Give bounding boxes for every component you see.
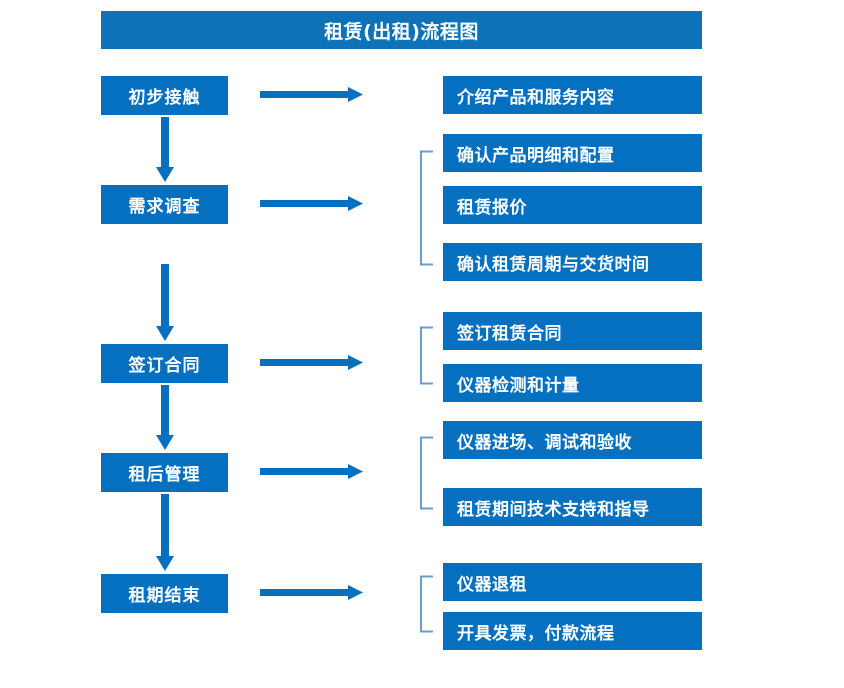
detail-box-开具发票付款流程[interactable]: 开具发票，付款流程 — [443, 612, 702, 650]
stage-box-签订合同[interactable]: 签订合同 — [101, 344, 228, 383]
detail-box-确认租赁周期与交货时间[interactable]: 确认租赁周期与交货时间 — [443, 243, 702, 281]
horizontal-arrow-icon-3 — [260, 352, 364, 374]
horizontal-arrow-icon-2 — [260, 193, 364, 215]
group-bracket-租后管理 — [418, 436, 434, 510]
stage-box-租后管理[interactable]: 租后管理 — [101, 453, 228, 492]
horizontal-arrow-icon-5 — [260, 582, 364, 604]
detail-box-介绍产品和服务内容[interactable]: 介绍产品和服务内容 — [443, 76, 702, 114]
detail-box-仪器检测和计量[interactable]: 仪器检测和计量 — [443, 364, 702, 402]
vertical-arrow-icon-4 — [154, 494, 176, 572]
group-bracket-需求调查 — [418, 150, 434, 266]
detail-box-仪器退租[interactable]: 仪器退租 — [443, 563, 702, 601]
detail-box-租赁报价[interactable]: 租赁报价 — [443, 186, 702, 224]
vertical-arrow-icon-1 — [154, 117, 176, 183]
vertical-arrow-icon-3 — [154, 385, 176, 451]
vertical-arrow-icon-2 — [154, 264, 176, 342]
stage-box-初步接触[interactable]: 初步接触 — [101, 76, 228, 115]
detail-box-租赁期间技术支持和指导[interactable]: 租赁期间技术支持和指导 — [443, 488, 702, 526]
detail-box-签订租赁合同[interactable]: 签订租赁合同 — [443, 312, 702, 350]
group-bracket-签订合同 — [418, 326, 434, 385]
horizontal-arrow-icon-4 — [260, 461, 364, 483]
horizontal-arrow-icon-1 — [260, 84, 364, 106]
detail-box-仪器进场调试和验收[interactable]: 仪器进场、调试和验收 — [443, 421, 702, 459]
stage-box-租期结束[interactable]: 租期结束 — [101, 574, 228, 613]
stage-box-需求调查[interactable]: 需求调查 — [101, 185, 228, 224]
detail-box-确认产品明细和配置[interactable]: 确认产品明细和配置 — [443, 134, 702, 172]
group-bracket-租期结束 — [418, 575, 434, 633]
diagram-title: 租赁(出租)流程图 — [101, 11, 702, 49]
